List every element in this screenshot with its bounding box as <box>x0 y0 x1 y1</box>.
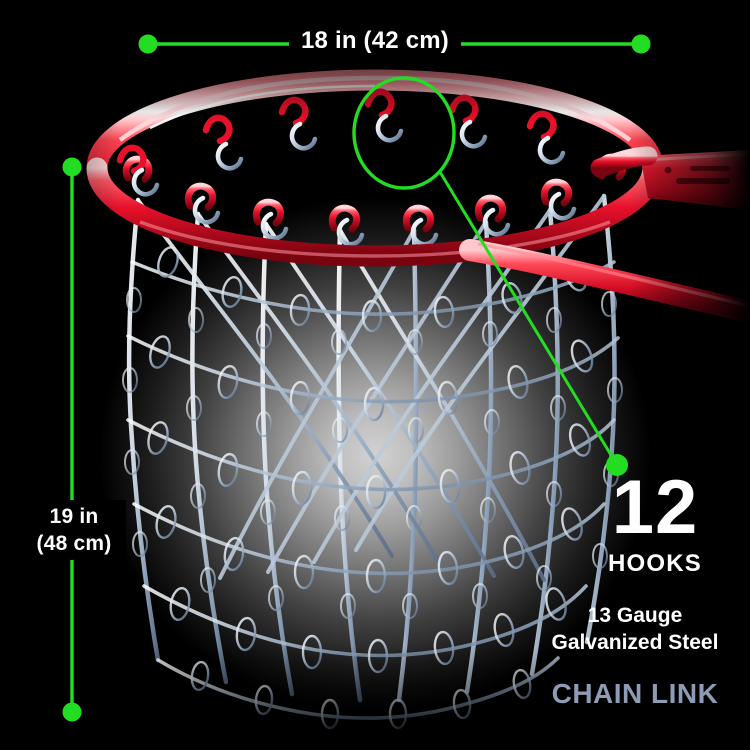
height-dim-bottom-dot <box>62 702 82 722</box>
hooks-callout-text: 12 HOOKS <box>545 465 750 578</box>
height-dimension-line1: 19 in <box>49 505 99 528</box>
spec-gauge: 13 Gauge <box>587 604 683 627</box>
height-dimension-label: 19 in (48 cm) <box>22 500 126 560</box>
width-dim-right-dot <box>631 34 651 54</box>
width-dimension-text: 18 in (42 cm) <box>289 27 461 54</box>
hook-highlight-ellipse <box>352 76 456 190</box>
spec-brand: CHAIN LINK <box>551 678 719 709</box>
height-dim-top-dot <box>62 157 82 177</box>
spec-material: Galvanized Steel <box>551 631 719 654</box>
width-dimension-label: 18 in (42 cm) <box>0 27 750 55</box>
hooks-count: 12 <box>611 465 699 550</box>
hook-callout <box>352 76 628 476</box>
width-dim-left-dot <box>138 34 158 54</box>
hook-leader-line <box>438 171 619 466</box>
hook-callout-dot <box>606 454 628 476</box>
specification-text: 13 Gauge Galvanized Steel CHAIN LINK <box>525 602 745 710</box>
height-dimension-line <box>62 157 82 722</box>
hooks-label: HOOKS <box>607 550 702 577</box>
height-dimension-line2: (48 cm) <box>36 532 112 555</box>
